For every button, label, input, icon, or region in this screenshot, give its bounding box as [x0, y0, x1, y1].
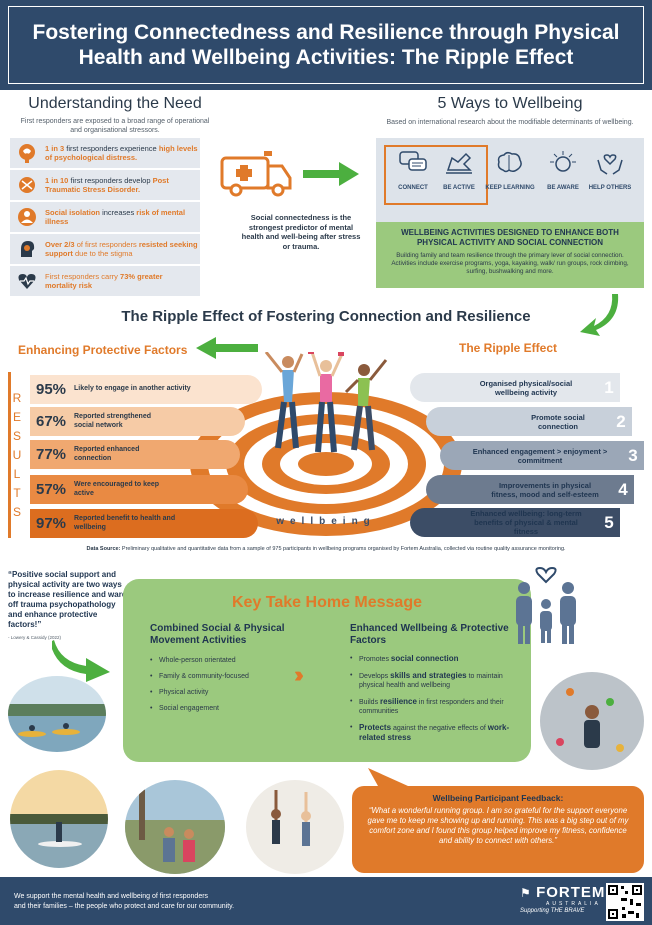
ways-title: 5 Ways to Wellbeing: [437, 95, 583, 112]
wellbeing-word: wellbeing: [275, 516, 376, 527]
bushwalking-photo: [125, 780, 225, 874]
header-banner: [0, 0, 652, 90]
hands-heart-icon: [597, 154, 623, 175]
footer-banner: [0, 877, 652, 925]
list-item: Social engagement: [150, 704, 290, 713]
header-frame: Fostering Connectedness and Resilience t…: [8, 6, 644, 84]
stress-icon: [19, 177, 35, 193]
need-item-text: 1 in 3 first responders experience high …: [45, 144, 198, 162]
activities-panel: WELLBEING ACTIVITIES DESIGNED TO ENHANCE…: [376, 222, 644, 288]
result-row-4: 57%Were encouraged to keep active: [30, 475, 248, 504]
ripple-title: The Ripple Effect of Fostering Connectio…: [121, 308, 531, 325]
qr-code-icon[interactable]: [606, 883, 644, 921]
result-row-1: 95%Likely to engage in another activity: [30, 375, 262, 404]
need-item-4: Over 2/3 of first responders resisted se…: [10, 234, 200, 264]
key-right-list: Promotes social connection Develops skil…: [350, 654, 518, 750]
exercising-people-illustration: [264, 352, 388, 453]
need-intro: First responders are exposed to a broad …: [20, 118, 210, 134]
feedback-title: Wellbeing Participant Feedback:: [432, 793, 564, 803]
rock-climbing-photo: [540, 672, 644, 770]
key-message-title: Key Take Home Message: [231, 594, 422, 611]
effect-row-4: Improvements in physical fitness, mood a…: [426, 475, 634, 504]
data-source-note: Data Source: Preliminary qualitative and…: [86, 546, 566, 552]
way-connect: CONNECT: [386, 150, 440, 191]
ripple-effect-head: The Ripple Effect: [459, 341, 558, 355]
effect-row-5: Enhanced wellbeing: long-term benefits o…: [410, 508, 620, 537]
list-item: Physical activity: [150, 688, 290, 697]
results-divider: [8, 372, 11, 538]
fortem-logo: ⚑ FORTEM AUSTRALIA Supporting THE BRAVE: [520, 884, 606, 914]
chevrons-icon: ›››: [294, 662, 304, 687]
head-gear-icon: [21, 241, 35, 257]
need-item-text: Social isolation increases risk of menta…: [45, 208, 186, 226]
activities-head: WELLBEING ACTIVITIES DESIGNED TO ENHANCE…: [401, 228, 619, 247]
heart-pulse-icon: [18, 274, 36, 289]
footer-mission: We support the mental health and wellbei…: [14, 893, 235, 910]
result-row-3: 77%Reported enhanced connection: [30, 440, 240, 469]
family-icon: [516, 566, 576, 644]
chat-icon: [399, 151, 427, 171]
list-item: Whole-person orientated: [150, 656, 290, 665]
green-arrow-left-icon: [196, 337, 258, 359]
green-arrow-right-icon: [303, 162, 359, 186]
feedback-body: “What a wonderful running group. I am so…: [367, 806, 629, 845]
paddle-boarding-photo: [10, 770, 108, 868]
way-be-active: BE ACTIVE: [432, 150, 486, 191]
list-item: Family & community-focused: [150, 672, 290, 681]
list-item: Builds resilience in first responders an…: [350, 697, 518, 716]
list-item: Protects against the negative effects of…: [350, 723, 518, 743]
participant-feedback: Wellbeing Participant Feedback: “What a …: [352, 786, 644, 873]
need-item-text: Over 2/3 of first responders resisted se…: [45, 240, 198, 258]
green-arrow-down-icon: [580, 294, 619, 336]
way-be-aware: BE AWARE: [536, 150, 590, 191]
page-title: Fostering Connectedness and Resilience t…: [32, 21, 620, 69]
way-help-others: HELP OTHERS: [583, 150, 637, 191]
need-item-1: 1 in 3 first responders experience high …: [10, 138, 200, 168]
need-item-text: 1 in 10 first responders develop Post Tr…: [45, 176, 169, 194]
speech-tail: [368, 768, 408, 786]
activities-body: Building family and team resilience thro…: [391, 252, 629, 275]
result-row-5: 97%Reported benefit to health and wellbe…: [30, 509, 258, 538]
need-title: Understanding the Need: [28, 95, 202, 112]
running-shoe-icon: [446, 152, 472, 174]
key-left-head: Combined Social & Physical Movement Acti…: [150, 623, 285, 646]
yoga-class-photo: [246, 780, 344, 874]
key-left-list: Whole-person orientated Family & communi…: [150, 656, 290, 720]
kayaking-photo: [8, 676, 106, 752]
need-item-2: 1 in 10 first responders develop Post Tr…: [10, 170, 200, 200]
aware-head-icon: [550, 151, 576, 172]
ambulance-caption: Social connectedness is the strongest pr…: [241, 213, 361, 251]
effect-row-1: Organised physical/social wellbeing acti…: [410, 373, 620, 402]
ripple-rings: wellbeing: [190, 352, 462, 536]
key-right-head: Enhanced Wellbeing & Protective Factors: [350, 623, 509, 646]
brain-head-icon: [19, 144, 35, 163]
research-quote: “Positive social support and physical ac…: [8, 570, 127, 640]
list-item: Develops skills and strategies to mainta…: [350, 671, 518, 690]
isolated-person-icon: [18, 208, 36, 226]
result-row-2: 67%Reported strengthened social network: [30, 407, 245, 436]
ways-panel: [376, 138, 644, 222]
list-item: Promotes social connection: [350, 654, 518, 664]
green-arrow-curve-icon: [52, 640, 110, 682]
way-keep-learning: KEEP LEARNING: [483, 150, 537, 191]
highlight-frame: [384, 145, 488, 205]
need-item-3: Social isolation increases risk of menta…: [10, 202, 200, 232]
brain-icon: [497, 151, 522, 173]
ambulance-icon: [220, 151, 292, 197]
protective-factors-head: Enhancing Protective Factors: [18, 343, 188, 357]
ways-intro: Based on international research about th…: [386, 119, 634, 126]
effect-row-3: Enhanced engagement > enjoyment > commit…: [440, 441, 644, 470]
